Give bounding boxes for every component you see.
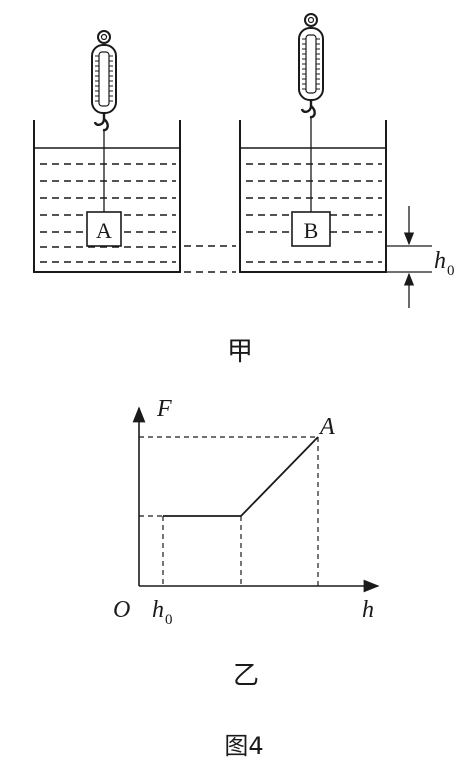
point-a-label: A <box>318 414 335 440</box>
beaker-left <box>33 120 181 273</box>
y-axis-label: F <box>156 396 172 422</box>
panel-yi: F A O h0 h 乙 <box>113 396 380 691</box>
force-curve <box>163 436 319 517</box>
spring-scale-right <box>298 13 324 212</box>
water-dashes-left <box>40 163 176 263</box>
panel-jia: A <box>33 13 455 367</box>
spring-scale-left <box>91 30 117 212</box>
h0-dimension: h0 <box>386 206 455 308</box>
block-a-label: A <box>96 218 112 243</box>
panel-jia-label: 甲 <box>227 337 253 367</box>
hook-left <box>93 113 106 127</box>
x-axis-label: h <box>362 597 374 623</box>
water-dashes-right <box>246 163 382 263</box>
block-a <box>86 211 122 247</box>
block-b <box>291 211 331 247</box>
block-b-label: B <box>304 218 319 243</box>
hook-right <box>300 100 313 114</box>
h0-label: h0 <box>434 248 455 279</box>
origin-label: O <box>113 597 130 623</box>
h0-tick-label: h0 <box>152 597 173 628</box>
figure-caption: 图4 <box>224 732 263 760</box>
panel-yi-label: 乙 <box>233 661 259 691</box>
beaker-right <box>239 120 387 273</box>
